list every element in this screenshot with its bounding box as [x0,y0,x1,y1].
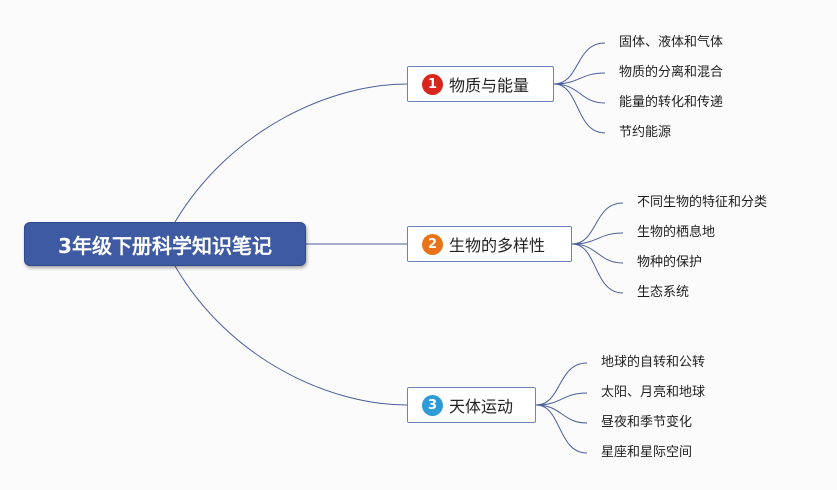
branch-topic-3[interactable]: 3 天体运动 [407,387,536,423]
branch-topic-1-label: 物质与能量 [449,76,530,95]
number-badge-3: 3 [422,394,443,416]
root-to-branch-1-connector [174,83,408,223]
subtopic-1-2[interactable]: 物质的分离和混合 [619,65,724,80]
branch-topic-2[interactable]: 2 生物的多样性 [407,226,572,262]
root-to-branch-3-connector [174,265,408,406]
branch-2-leaf-connector [571,232,624,245]
subtopic-3-2[interactable]: 太阳、月亮和地球 [601,385,706,400]
branch-3-leaf-connector [535,392,588,406]
subtopic-3-3[interactable]: 昼夜和季节变化 [601,415,693,430]
subtopic-2-2[interactable]: 生物的栖息地 [637,225,716,240]
branch-1-leaf-connector [553,72,606,85]
subtopic-3-1[interactable]: 地球的自转和公转 [601,355,706,370]
branch-1-leaf-connector [553,42,606,85]
branch-3-leaf-connector [535,404,588,454]
subtopic-1-1[interactable]: 固体、液体和气体 [619,35,724,50]
branch-2-leaf-connector [571,243,624,264]
branch-2-leaf-connector [571,202,624,245]
branch-topic-3-label: 天体运动 [449,397,514,416]
branch-3-leaf-connector [535,362,588,406]
number-badge-1: 1 [422,73,443,95]
subtopic-1-4[interactable]: 节约能源 [619,125,672,140]
subtopic-2-1[interactable]: 不同生物的特征和分类 [637,195,768,210]
branch-2-leaf-connector [571,243,624,294]
subtopic-2-3[interactable]: 物种的保护 [637,255,703,270]
root-topic[interactable]: 3年级下册科学知识笔记 [24,222,306,266]
subtopic-1-3[interactable]: 能量的转化和传递 [619,95,724,110]
branch-3-leaf-connector [535,404,588,424]
number-badge-2: 2 [422,233,443,255]
subtopic-3-4[interactable]: 星座和星际空间 [601,445,693,460]
branch-topic-2-label: 生物的多样性 [449,236,546,255]
branch-1-leaf-connector [553,83,606,104]
root-topic-label: 3年级下册科学知识笔记 [58,233,272,258]
subtopic-2-4[interactable]: 生态系统 [637,285,690,300]
branch-topic-1[interactable]: 1 物质与能量 [407,66,554,102]
branch-1-leaf-connector [553,83,606,134]
